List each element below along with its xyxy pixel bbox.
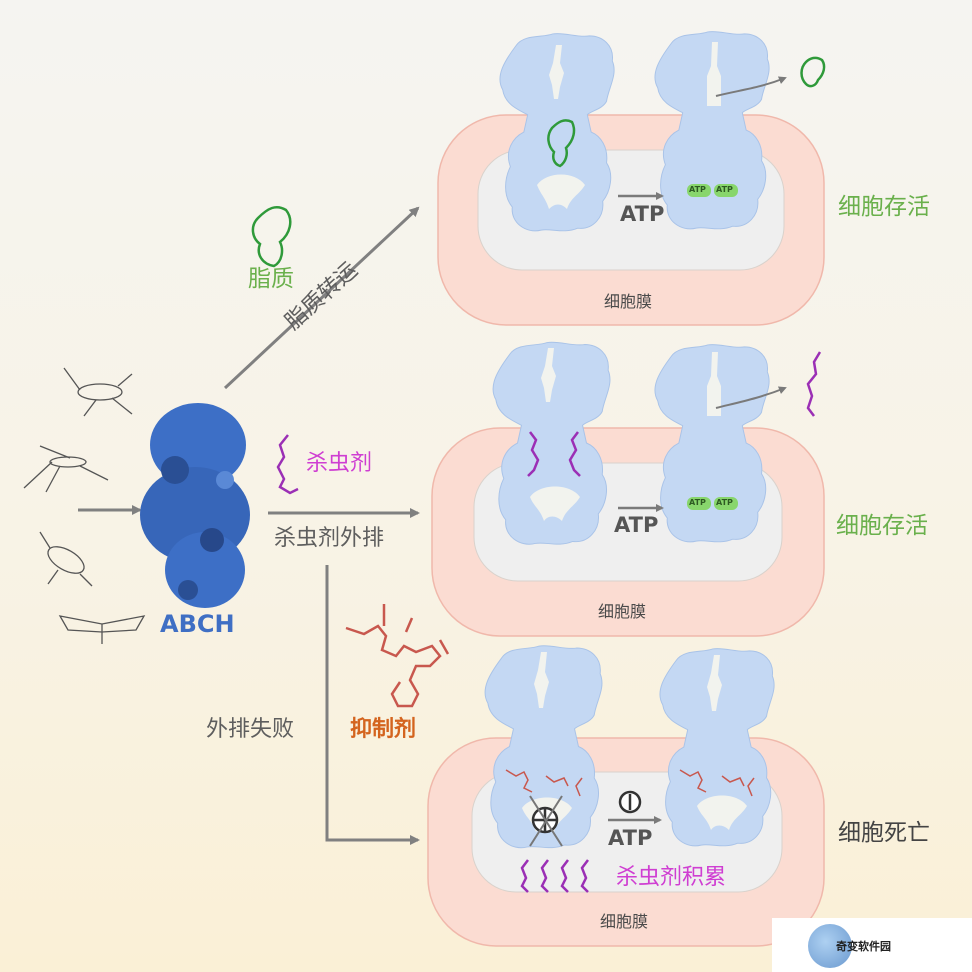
cricket-icon	[63, 367, 133, 417]
blocked-atp-symbols	[529, 790, 642, 847]
export-arrows	[715, 76, 787, 409]
beetle-icon	[39, 531, 93, 587]
atp-label-2: ATP	[614, 513, 659, 537]
insecticide-molecule-exported	[806, 351, 822, 417]
insecticide-molecule-bound-a	[527, 431, 540, 477]
atp-pill	[687, 184, 711, 197]
cell-survival-label-2: 细胞存活	[836, 513, 928, 539]
lipid-transport-arrow	[223, 206, 420, 390]
atp-pill	[687, 497, 711, 510]
atp-pill	[714, 184, 738, 197]
atp-pills-1	[687, 184, 738, 197]
cell-death-label: 细胞死亡	[838, 820, 930, 846]
membrane-label-1: 细胞膜	[604, 292, 653, 311]
insecticide-accumulation-label: 杀虫剂积累	[616, 865, 727, 890]
lipid-label: 脂质	[248, 266, 294, 292]
insecticide-export-arrow	[715, 386, 787, 409]
insecticide-molecules	[276, 351, 822, 893]
atp-arrows	[608, 192, 664, 824]
lipid-export-arrow	[715, 76, 787, 97]
efflux-failure-arrow	[325, 565, 420, 845]
atp-label-1: ATP	[620, 202, 665, 226]
atp-pill-text: ATP	[689, 498, 706, 507]
insecticide-efflux-label: 杀虫剂外排	[274, 526, 385, 551]
atp-pill	[714, 497, 738, 510]
insecticide-accumulated	[540, 859, 549, 893]
inhibitor-label: 抑制剂	[350, 717, 417, 742]
insecticide-label: 杀虫剂	[306, 451, 373, 476]
insecticide-accumulated	[580, 859, 589, 893]
lipid-molecule-exported	[800, 56, 826, 88]
moth-icon	[58, 615, 146, 644]
atp-pill-text: ATP	[689, 185, 706, 194]
inhibitor-bound-b	[679, 769, 755, 797]
abch-label: ABCH	[160, 610, 235, 638]
abch-protein	[140, 403, 250, 608]
insecticide-molecule-free	[276, 434, 299, 495]
insecticide-molecule-bound-b	[568, 431, 581, 477]
membrane-label-2: 细胞膜	[598, 602, 647, 621]
cell-survival-label-1: 细胞存活	[838, 194, 930, 220]
channel-cavities	[522, 42, 747, 832]
atp-pills-2	[687, 497, 738, 510]
atp-pill-text: ATP	[716, 185, 733, 194]
watermark-text: 奇变软件园	[836, 940, 891, 953]
pathway-arrows	[78, 206, 420, 845]
efflux-failure-label: 外排失败	[206, 717, 295, 742]
membrane-label-3: 细胞膜	[600, 912, 649, 931]
atp-label-3: ATP	[608, 826, 653, 850]
atp-pill-text: ATP	[716, 498, 733, 507]
watermark-badge: 奇变软件园	[772, 918, 972, 972]
lipid-molecules	[251, 56, 826, 268]
lipid-molecule-bound	[547, 119, 576, 168]
lipid-molecule-free	[251, 206, 292, 268]
inhibitor-bound-a	[505, 769, 583, 797]
watermark-logo-icon	[808, 924, 852, 968]
mosquito-icon	[23, 445, 109, 493]
inhibitor-molecules	[345, 604, 755, 797]
insecticide-accumulated	[520, 859, 529, 893]
insecticide-accumulated	[560, 859, 569, 893]
inhibitor-molecule-free	[345, 604, 450, 708]
insect-sketches	[23, 367, 146, 644]
